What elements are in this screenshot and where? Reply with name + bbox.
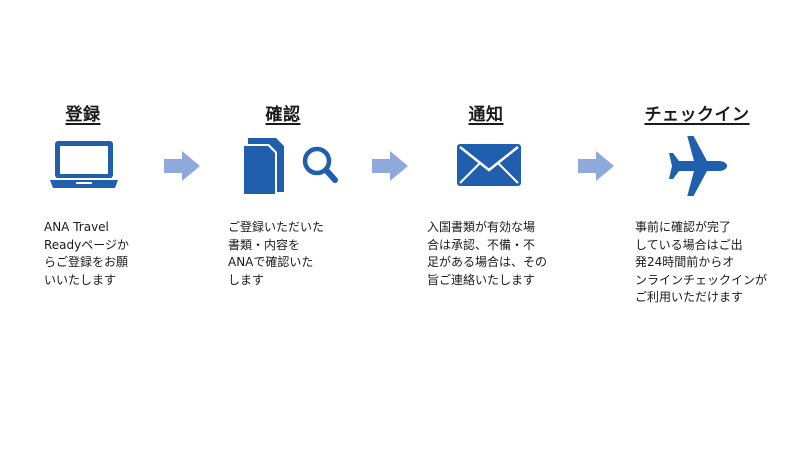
arrow-right-icon bbox=[164, 151, 200, 181]
desc-line: ANA Travel bbox=[44, 220, 109, 234]
desc-line: 旨ご連絡いたします bbox=[427, 272, 536, 287]
desc-line: 事前に確認が完了 bbox=[635, 220, 732, 234]
desc-line: ご登録いただいた bbox=[228, 220, 325, 234]
step-1-title: 登録 bbox=[65, 105, 101, 125]
desc-line: ンラインチェックインが bbox=[635, 272, 768, 287]
step-1-description: ANA Travel Readyページか らご登録をお願 いいたします bbox=[44, 219, 129, 289]
desc-line: Readyページか bbox=[44, 237, 130, 252]
step-4-description: 事前に確認が完了 している場合はご出 発24時間前からオ ンラインチェックインが… bbox=[635, 219, 767, 307]
laptop-icon bbox=[50, 141, 118, 188]
desc-line: 発24時間前からオ bbox=[635, 255, 735, 269]
desc-line: 書類・内容を bbox=[228, 237, 301, 252]
desc-line: らご登録をお願 bbox=[44, 255, 129, 269]
document-search-icon bbox=[241, 138, 338, 196]
desc-line: します bbox=[228, 272, 265, 287]
desc-line: ご利用いただけます bbox=[635, 290, 744, 304]
step-3-description: 入国書類が有効な場 合は承認、不備・不 足がある場合は、その 旨ご連絡いたします bbox=[427, 219, 547, 289]
step-2-description: ご登録いただいた 書類・内容を ANAで確認いた します bbox=[228, 219, 324, 289]
arrow-right-icon bbox=[372, 151, 408, 181]
desc-line: ANAで確認いた bbox=[228, 255, 314, 269]
desc-line: いいたします bbox=[44, 272, 117, 287]
desc-line: している場合はご出 bbox=[635, 237, 743, 252]
mail-icon bbox=[457, 144, 521, 186]
arrow-right-icon bbox=[578, 151, 614, 181]
step-4-title: チェックイン bbox=[644, 105, 750, 125]
airplane-icon bbox=[669, 136, 727, 196]
desc-line: 合は承認、不備・不 bbox=[427, 237, 536, 252]
step-2-title: 確認 bbox=[265, 105, 301, 125]
desc-line: 入国書類が有効な場 bbox=[427, 220, 536, 234]
desc-line: 足がある場合は、その bbox=[427, 255, 548, 269]
step-3-title: 通知 bbox=[468, 105, 504, 125]
